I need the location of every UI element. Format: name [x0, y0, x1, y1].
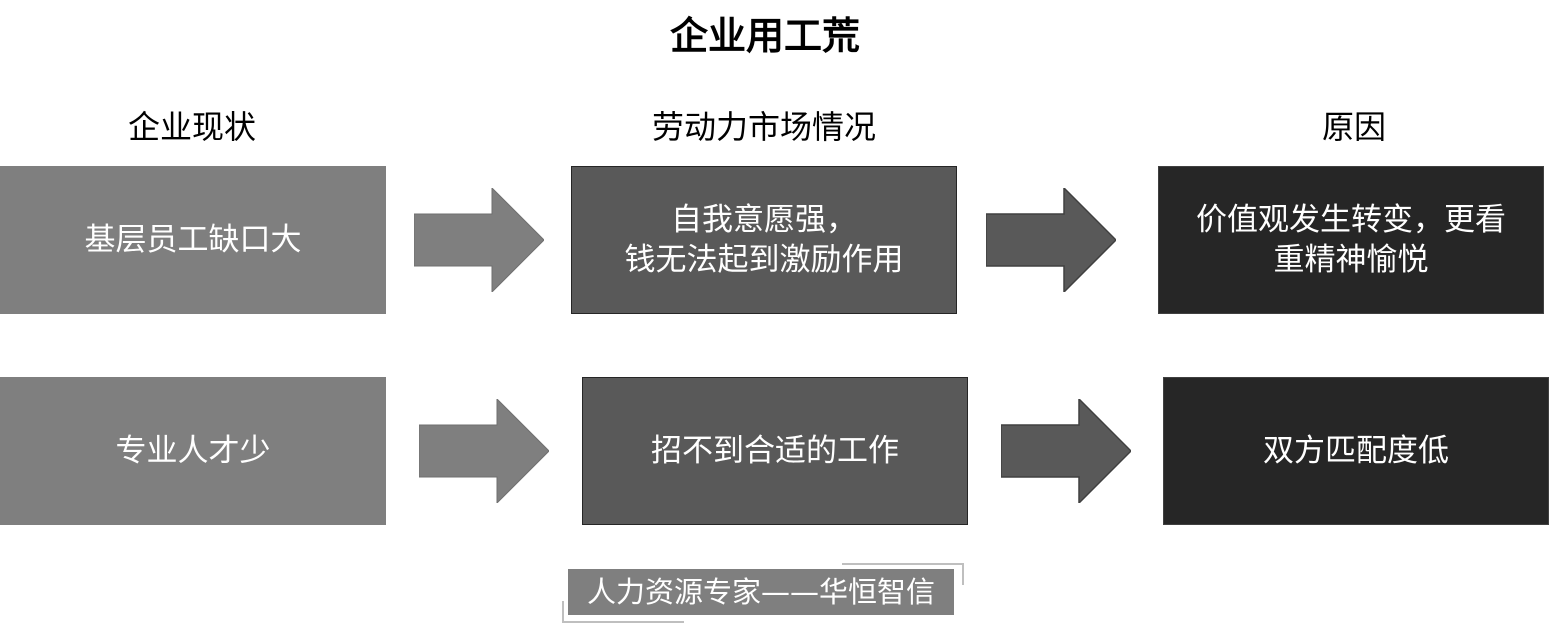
diagram-title: 企业用工荒 [669, 14, 860, 58]
row2-arrow-2-icon [1001, 399, 1131, 503]
footer-corner-bottom [562, 601, 684, 623]
row2-reason-box: 双方匹配度低 [1163, 377, 1549, 525]
row2-status-text: 专业人才少 [115, 433, 271, 469]
row2-reason-text: 双方匹配度低 [1263, 433, 1449, 469]
footer-label: 人力资源专家——华恒智信 [568, 569, 954, 615]
row1-arrow-1-icon [414, 188, 544, 292]
row1-arrow-2-icon [986, 188, 1116, 292]
row1-market-text: 自我意愿强， 钱无法起到激励作用 [624, 202, 904, 278]
header-labor-market: 劳动力市场情况 [651, 108, 876, 146]
row2-status-box: 专业人才少 [0, 377, 386, 525]
row1-status-text: 基层员工缺口大 [84, 222, 302, 258]
row1-reason-box: 价值观发生转变，更看 重精神愉悦 [1158, 166, 1544, 314]
row1-status-box: 基层员工缺口大 [0, 166, 386, 314]
footer-corner-top [842, 563, 964, 585]
row1-reason-text: 价值观发生转变，更看 重精神愉悦 [1196, 202, 1506, 278]
row2-arrow-1-icon [419, 399, 549, 503]
row2-market-text: 招不到合适的工作 [651, 433, 899, 469]
header-company-status: 企业现状 [127, 108, 256, 146]
row2-market-box: 招不到合适的工作 [582, 377, 968, 525]
header-reason: 原因 [1321, 108, 1386, 146]
row1-market-box: 自我意愿强， 钱无法起到激励作用 [571, 166, 957, 314]
footer-watermark: 人力资源专家——华恒智信 [562, 563, 964, 623]
